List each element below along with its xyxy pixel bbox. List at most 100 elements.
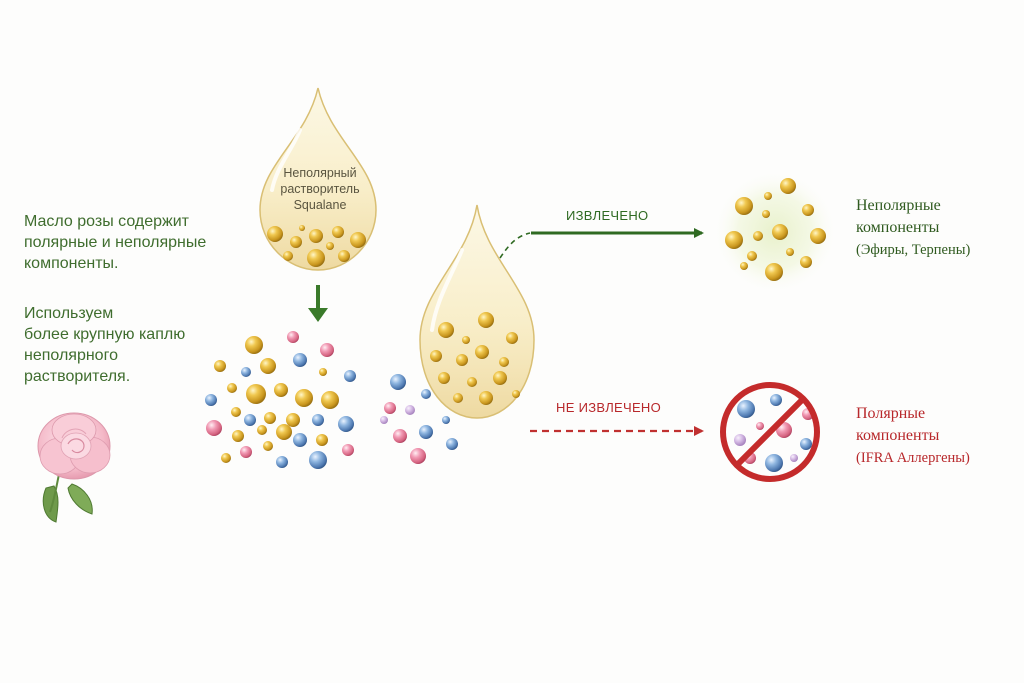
molecule-bubble xyxy=(438,372,450,384)
molecule-bubble xyxy=(456,354,468,366)
molecule-bubble xyxy=(499,357,509,367)
molecule-bubble xyxy=(453,393,463,403)
molecule-bubble xyxy=(293,353,307,367)
method-line: более крупную каплю xyxy=(24,326,186,343)
molecule-bubble xyxy=(753,231,763,241)
molecule-bubble xyxy=(405,405,415,415)
molecule-bubble xyxy=(338,250,350,262)
intro-line: компоненты. xyxy=(24,255,119,272)
method-text: Используем более крупную каплю неполярно… xyxy=(24,303,185,387)
molecule-bubble xyxy=(506,332,518,344)
molecule-bubble xyxy=(326,242,334,250)
extracted-label: ИЗВЛЕЧЕНО xyxy=(566,208,649,223)
molecule-bubble xyxy=(231,407,241,417)
molecule-bubble xyxy=(765,263,783,281)
molecule-bubble xyxy=(393,429,407,443)
not-extracted-label: НЕ ИЗВЛЕЧЕНО xyxy=(556,400,662,415)
molecule-bubble xyxy=(764,192,772,200)
molecule-bubble xyxy=(421,389,431,399)
molecule-bubble xyxy=(765,454,783,472)
molecule-bubble xyxy=(734,434,746,446)
molecule-bubble xyxy=(770,394,782,406)
molecule-bubble xyxy=(264,412,276,424)
solvent-label-line: Неполярный xyxy=(283,166,357,180)
molecule-bubble xyxy=(780,178,796,194)
molecule-bubble xyxy=(332,226,344,238)
intro-line: полярные и неполярные xyxy=(24,234,207,251)
molecule-bubble xyxy=(442,416,450,424)
molecule-bubble xyxy=(312,414,324,426)
molecule-bubble xyxy=(244,414,256,426)
molecule-bubble xyxy=(762,210,770,218)
molecule-bubble xyxy=(478,312,494,328)
molecule-bubble xyxy=(772,224,788,240)
molecule-bubble xyxy=(286,413,300,427)
molecule-bubble xyxy=(260,358,276,374)
molecule-bubble xyxy=(320,343,334,357)
molecule-bubble xyxy=(307,249,325,267)
polar-detail: (IFRA Аллергены) xyxy=(856,450,970,466)
method-line: неполярного xyxy=(24,347,118,364)
molecule-bubble xyxy=(479,391,493,405)
molecule-bubble xyxy=(756,422,764,430)
molecule-bubble xyxy=(274,383,288,397)
nonpolar-result: Неполярные компоненты (Эфиры, Терпены) xyxy=(856,195,970,261)
molecule-bubble xyxy=(309,229,323,243)
molecule-bubble xyxy=(257,425,267,435)
molecule-bubble xyxy=(344,370,356,382)
prohibited-icon xyxy=(720,382,820,482)
molecule-bubble xyxy=(342,444,354,456)
molecule-bubble xyxy=(512,390,520,398)
molecule-bubble xyxy=(430,350,442,362)
polar-title-line: Полярные xyxy=(856,405,926,422)
molecule-bubble xyxy=(419,425,433,439)
molecule-bubble xyxy=(245,336,263,354)
solvent-drop-label: Неполярный растворитель Squalane xyxy=(262,165,378,213)
molecule-bubble xyxy=(321,391,339,409)
molecule-bubble xyxy=(493,371,507,385)
extraction-drop-icon xyxy=(419,204,535,419)
molecule-bubble xyxy=(338,416,354,432)
molecule-bubble xyxy=(295,389,313,407)
method-line: Используем xyxy=(24,305,114,322)
molecule-bubble xyxy=(276,456,288,468)
molecule-bubble xyxy=(475,345,489,359)
molecule-bubble xyxy=(309,451,327,469)
molecule-bubble xyxy=(446,438,458,450)
nonpolar-detail: (Эфиры, Терпены) xyxy=(856,242,971,258)
rose-icon xyxy=(37,412,111,523)
molecule-bubble xyxy=(287,331,299,343)
molecule-bubble xyxy=(740,262,748,270)
molecule-bubble xyxy=(293,433,307,447)
molecule-bubble xyxy=(737,400,755,418)
method-line: растворителя. xyxy=(24,368,131,385)
polar-result: Полярные компоненты (IFRA Аллергены) xyxy=(856,403,970,469)
molecule-bubble xyxy=(350,232,366,248)
nonpolar-title-line: компоненты xyxy=(856,219,940,236)
molecule-bubble xyxy=(438,322,454,338)
molecule-bubble xyxy=(263,441,273,451)
molecule-bubble xyxy=(227,383,237,393)
molecule-bubble xyxy=(802,204,814,216)
molecule-bubble xyxy=(206,420,222,436)
molecule-bubble xyxy=(467,377,477,387)
molecule-bubble xyxy=(241,367,251,377)
molecule-bubble xyxy=(267,226,283,242)
intro-text: Масло розы содержит полярные и неполярны… xyxy=(24,211,206,274)
extracted-arrow xyxy=(499,228,704,259)
molecule-bubble xyxy=(240,446,252,458)
polar-title-line: компоненты xyxy=(856,427,940,444)
down-arrow-icon xyxy=(308,285,328,322)
molecule-bubble xyxy=(725,231,743,249)
molecule-bubble xyxy=(319,368,327,376)
molecule-bubble xyxy=(384,402,396,414)
solvent-label-line: растворитель xyxy=(280,182,360,196)
molecule-bubble xyxy=(810,228,826,244)
molecule-bubble xyxy=(290,236,302,248)
molecule-bubble xyxy=(390,374,406,390)
molecule-bubble xyxy=(800,438,812,450)
molecule-bubble xyxy=(214,360,226,372)
molecule-bubble xyxy=(205,394,217,406)
nonpolar-molecules-icon xyxy=(713,170,837,294)
